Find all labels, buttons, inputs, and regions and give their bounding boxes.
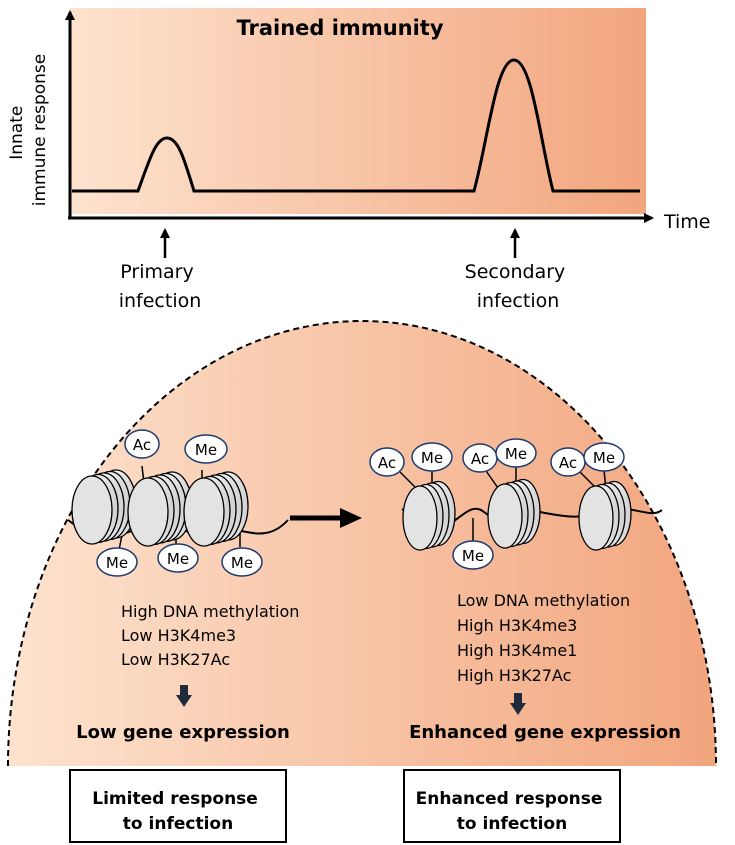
- svg-text:Limited response to infe: Limited response to infection: [92, 789, 264, 834]
- right-ac-mark-1: Ac: [369, 447, 405, 477]
- svg-text:Ac: Ac: [378, 454, 396, 472]
- limited-response-box: Limited response to infection: [69, 769, 287, 843]
- svg-text:Me: Me: [593, 449, 615, 467]
- right-line-h3k4me3: High H3K4me3: [457, 616, 577, 635]
- right-down-arrow: [510, 693, 526, 715]
- left-line-dna-methylation: High DNA methylation: [121, 602, 299, 621]
- svg-text:Me: Me: [167, 550, 189, 568]
- histone-disc: [402, 485, 438, 551]
- left-line-h3k4me3: Low H3K4me3: [121, 626, 236, 645]
- left-nucleosome-2: [127, 471, 193, 547]
- left-ac-mark: Ac: [124, 429, 160, 459]
- secondary-infection-label: Secondary infection: [465, 261, 572, 312]
- svg-text:Enhanced response to inf: Enhanced response to infection: [416, 789, 609, 834]
- histone-disc: [578, 485, 614, 551]
- svg-text:Ac: Ac: [559, 454, 577, 472]
- right-state-text: Low DNA methylation High H3K4me3 High H3…: [457, 591, 635, 685]
- transition-arrow: [290, 508, 362, 528]
- left-me-mark-3: Me: [221, 547, 263, 577]
- svg-text:Me: Me: [195, 441, 217, 459]
- cell-dome-outline: [7, 320, 717, 767]
- svg-text:Me: Me: [462, 547, 484, 565]
- svg-text:Ac: Ac: [133, 436, 151, 454]
- left-me-mark-2: Me: [157, 543, 199, 573]
- left-line-h3k27ac: Low H3K27Ac: [121, 650, 230, 669]
- right-line-h3k27ac: High H3K27Ac: [457, 666, 571, 685]
- response-graph: Trained immunity Innate immune response …: [7, 8, 711, 312]
- y-axis-label: Innate immune response: [7, 54, 50, 206]
- right-line-dna-methylation: Low DNA methylation: [457, 591, 630, 610]
- right-ac-mark-2: Ac: [462, 443, 498, 473]
- histone-disc: [127, 477, 169, 547]
- primary-infection-label: Primary infection: [119, 261, 202, 312]
- graph-title: Trained immunity: [236, 16, 443, 40]
- left-outcome: Low gene expression: [76, 722, 290, 743]
- svg-text:Me: Me: [421, 449, 443, 467]
- left-nucleosome-1: [71, 469, 137, 545]
- right-nucleosome-2: [487, 478, 541, 549]
- left-me-mark-top: Me: [184, 434, 228, 464]
- histone-disc: [487, 483, 523, 549]
- right-me-mark-3: Me: [583, 442, 625, 472]
- right-nucleosome-3: [578, 480, 632, 551]
- left-down-arrow: [176, 685, 192, 707]
- right-me-mark-2: Me: [495, 438, 537, 468]
- x-axis-label: Time: [663, 211, 711, 233]
- svg-text:Me: Me: [505, 445, 527, 463]
- histone-disc: [71, 475, 113, 545]
- right-line-h3k4me1: High H3K4me1: [457, 641, 577, 660]
- right-chromatin: Ac Me Ac Me Ac Me Me: [369, 438, 663, 570]
- left-nucleosome-3: [183, 471, 249, 547]
- left-chromatin: Ac Me Me Me Me: [67, 429, 289, 577]
- svg-text:Me: Me: [231, 554, 253, 572]
- right-nucleosome-1: [402, 480, 456, 551]
- left-state-text: High DNA methylation Low H3K4me3 Low H3K…: [121, 602, 304, 669]
- cell-dome: [8, 321, 716, 766]
- right-outcome: Enhanced gene expression: [409, 722, 681, 743]
- response-curve: [72, 58, 640, 193]
- right-me-mark-4: Me: [452, 540, 494, 570]
- left-me-mark-1: Me: [96, 547, 138, 577]
- right-ac-mark-3: Ac: [550, 447, 586, 477]
- svg-text:Ac: Ac: [471, 450, 489, 468]
- enhanced-response-box: Enhanced response to infection: [403, 769, 621, 843]
- histone-disc: [183, 477, 225, 547]
- right-me-mark-1: Me: [411, 442, 453, 472]
- svg-text:Me: Me: [106, 554, 128, 572]
